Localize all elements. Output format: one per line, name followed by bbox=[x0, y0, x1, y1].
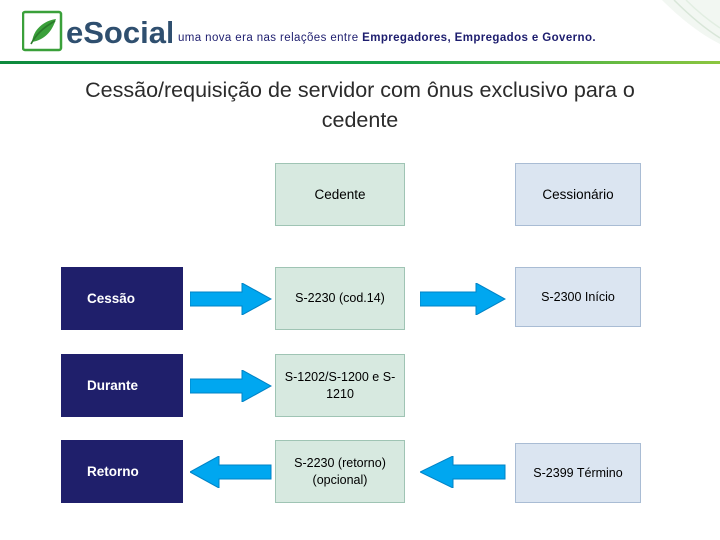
cell-cedente-cessao: S-2230 (cod.14) bbox=[275, 267, 405, 330]
tagline-bold: Empregadores, Empregados e Governo. bbox=[362, 32, 596, 44]
header-tagline: uma nova era nas relações entre Empregad… bbox=[178, 32, 596, 44]
arrow-cessionario-to-cedente-row3 bbox=[420, 456, 506, 488]
esocial-logo: eSocial bbox=[22, 8, 172, 54]
arrow-left-to-cedente-row1 bbox=[190, 283, 272, 315]
arrow-cedente-to-cessionario-row1 bbox=[420, 283, 506, 315]
page-title: Cessão/requisição de servidor com ônus e… bbox=[85, 78, 635, 132]
header-rule bbox=[0, 61, 720, 64]
column-header-cedente: Cedente bbox=[275, 163, 405, 226]
row-label-cessao: Cessão bbox=[61, 267, 183, 330]
tagline-plain: uma nova era nas relações entre bbox=[178, 32, 363, 44]
svg-text:eSocial: eSocial bbox=[66, 15, 172, 50]
arrow-left-to-cedente-row2 bbox=[190, 370, 272, 402]
arrow-cedente-to-left-row3 bbox=[190, 456, 272, 488]
cell-cedente-retorno: S-2230 (retorno) (opcional) bbox=[275, 440, 405, 503]
cell-cessionario-cessao: S-2300 Início bbox=[515, 267, 641, 327]
column-header-cessionario: Cessionário bbox=[515, 163, 641, 226]
row-label-retorno: Retorno bbox=[61, 440, 183, 503]
cell-cedente-durante: S-1202/S-1200 e S-1210 bbox=[275, 354, 405, 417]
row-label-durante: Durante bbox=[61, 354, 183, 417]
cell-cessionario-retorno: S-2399 Término bbox=[515, 443, 641, 503]
